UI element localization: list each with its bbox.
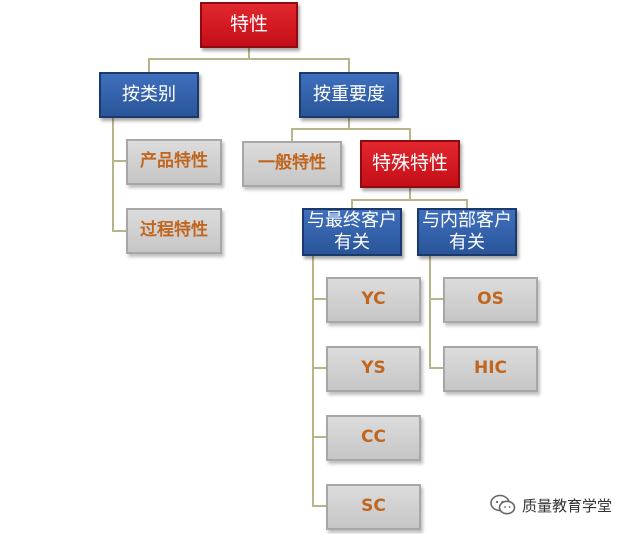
node-by-importance: 按重要度 xyxy=(299,72,399,118)
connector-importance-special xyxy=(349,128,411,140)
watermark-text: 质量教育学堂 xyxy=(522,496,613,515)
connector-internal-group xyxy=(429,256,443,369)
connector-special-internal xyxy=(410,199,468,208)
watermark: 质量教育学堂 xyxy=(490,494,612,516)
node-os: OS xyxy=(443,277,538,323)
node-cc: CC xyxy=(326,415,421,461)
connector-special-end xyxy=(351,188,411,208)
node-general-char: 一般特性 xyxy=(242,141,342,187)
connector-category-process xyxy=(112,161,126,232)
node-hic: HIC xyxy=(443,346,538,392)
node-ys: YS xyxy=(326,346,421,392)
node-product-char: 产品特性 xyxy=(126,139,222,185)
wechat-icon xyxy=(490,494,516,515)
node-process-char: 过程特性 xyxy=(126,208,222,254)
connector-root-importance xyxy=(249,58,350,72)
node-root: 特性 xyxy=(200,2,298,48)
connector-importance-general xyxy=(291,118,350,141)
node-end-customer: 与最终客户 有关 xyxy=(302,208,402,256)
node-special-char: 特殊特性 xyxy=(360,140,460,188)
node-internal-customer: 与内部客户 有关 xyxy=(417,208,517,256)
node-by-category: 按类别 xyxy=(99,72,199,118)
connector-end-group xyxy=(312,256,326,507)
node-sc: SC xyxy=(326,484,421,530)
connector-root-category xyxy=(148,48,250,72)
connector-category-product xyxy=(112,118,126,162)
node-yc: YC xyxy=(326,277,421,323)
